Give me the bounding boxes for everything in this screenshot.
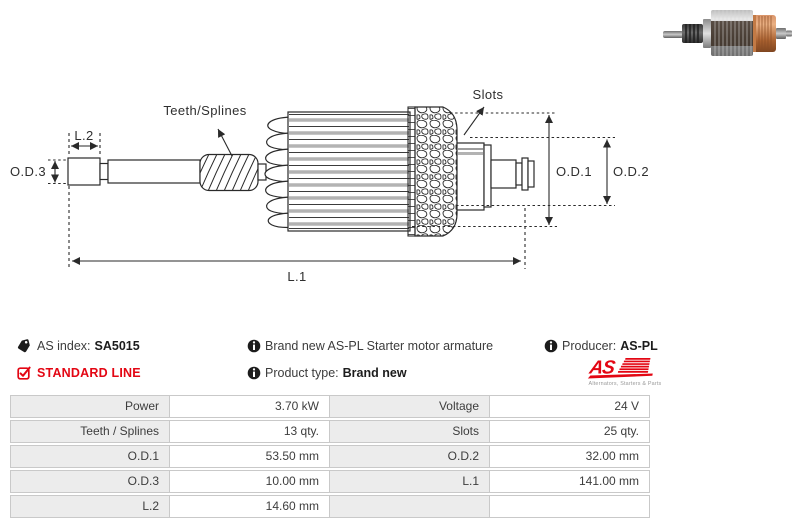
spec-value: 3.70 kW — [170, 395, 330, 418]
spec-value: 141.00 mm — [490, 470, 650, 493]
product-photo — [663, 10, 792, 56]
standard-line-badge: STANDARD LINE — [37, 366, 141, 380]
aspl-logo-tagline: Alternators, Starters & Parts — [589, 381, 662, 387]
od1-label: O.D.1 — [556, 164, 592, 179]
info-icon — [544, 339, 558, 353]
as-index-row: AS index:SA5015 — [37, 339, 140, 353]
slots-winding-section — [407, 106, 458, 237]
spec-label: L.1 — [330, 470, 490, 493]
as-index-value: SA5015 — [94, 339, 140, 353]
spec-label: Power — [10, 395, 170, 418]
spec-label: Voltage — [330, 395, 490, 418]
producer-value: AS-PL — [620, 339, 658, 353]
photo-shaft-right — [776, 28, 786, 39]
as-index-label: AS index: — [37, 339, 91, 353]
spec-value: 25 qty. — [490, 420, 650, 443]
spec-label — [330, 495, 490, 518]
od3-label: O.D.3 — [10, 164, 46, 179]
commutator-section — [456, 142, 535, 211]
spec-label: Teeth / Splines — [10, 420, 170, 443]
product-type-row: Product type:Brand new — [265, 366, 407, 380]
l1-label: L.1 — [287, 269, 306, 284]
dimension-construction-lines — [48, 112, 615, 269]
description-text: Brand new AS-PL Starter motor armature — [265, 339, 494, 353]
slots-label: Slots — [473, 87, 504, 102]
l2-label: L.2 — [74, 128, 93, 143]
info-icon — [247, 339, 261, 353]
spec-label: O.D.3 — [10, 470, 170, 493]
producer-label: Producer: — [562, 339, 617, 353]
spec-value: 24 V — [490, 395, 650, 418]
photo-commutator — [753, 15, 776, 52]
spec-label: O.D.2 — [330, 445, 490, 468]
technical-diagram: Teeth/Splines Slots O.D.3 L.2 O.D.1 O.D.… — [10, 87, 649, 284]
teeth-splines-label: Teeth/Splines — [163, 103, 246, 118]
photo-shaft-tip — [663, 31, 683, 38]
dimension-arrows — [51, 106, 611, 265]
spec-value: 10.00 mm — [170, 470, 330, 493]
spec-value: 13 qty. — [170, 420, 330, 443]
spec-value — [490, 495, 650, 518]
teeth-splines-section — [199, 153, 267, 192]
armature-shaft-left — [67, 157, 201, 186]
photo-spline-gear — [682, 24, 703, 43]
aspl-logo-text: AS — [587, 358, 617, 379]
aspl-logo-underline — [587, 373, 653, 379]
armature-body — [287, 111, 411, 232]
od2-label: O.D.2 — [613, 164, 649, 179]
photo-collar — [703, 19, 711, 48]
description-row: Brand new AS-PL Starter motor armature — [265, 339, 493, 353]
aspl-logo: AS Alternators, Starters & Parts — [587, 358, 662, 387]
tag-icon — [17, 339, 30, 353]
spec-label: O.D.1 — [10, 445, 170, 468]
producer-row: Producer:AS-PL — [562, 339, 658, 353]
product-type-label: Product type: — [265, 366, 339, 380]
standard-line-check-icon — [17, 366, 31, 380]
spec-value: 32.00 mm — [490, 445, 650, 468]
product-type-value: Brand new — [342, 366, 407, 380]
photo-body — [711, 10, 753, 56]
spec-label: L.2 — [10, 495, 170, 518]
spec-value: 53.50 mm — [170, 445, 330, 468]
winding-left — [264, 116, 292, 229]
aspl-logo-stripes — [617, 358, 651, 373]
spec-label: Slots — [330, 420, 490, 443]
spec-table: Power 3.70 kW Voltage 24 V Teeth / Splin… — [10, 395, 650, 518]
photo-shaft-end — [786, 30, 792, 37]
info-icon — [247, 366, 261, 380]
spec-value: 14.60 mm — [170, 495, 330, 518]
